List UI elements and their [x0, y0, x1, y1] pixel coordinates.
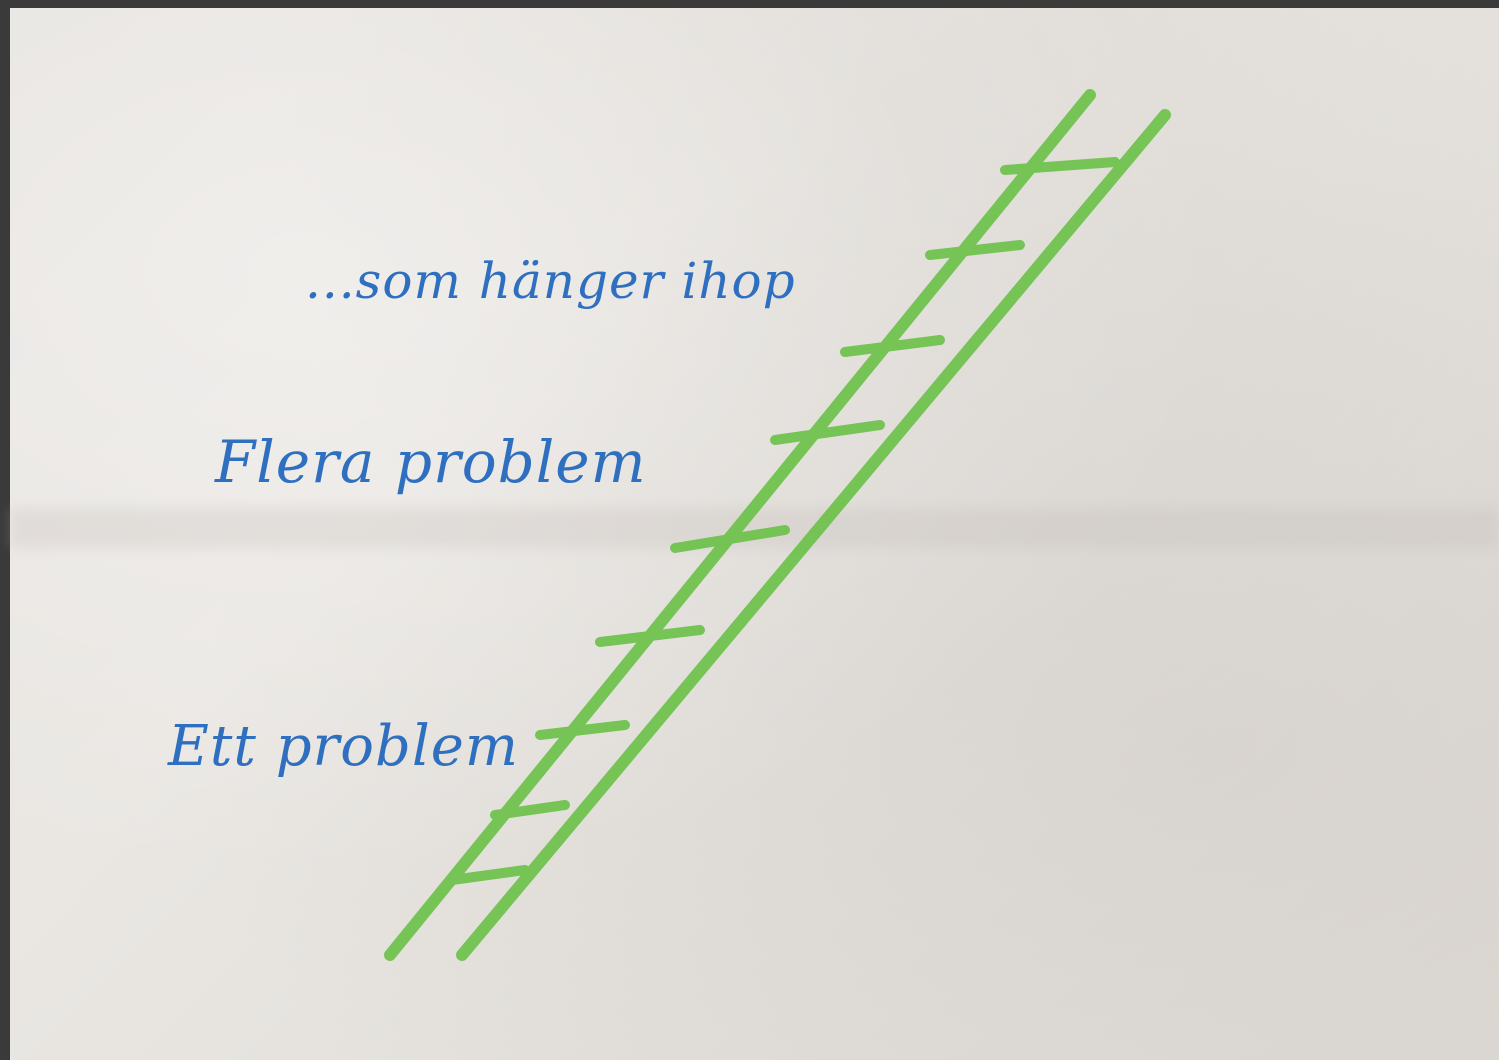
- ladder-rung: [770, 420, 885, 445]
- ladder: [384, 89, 1171, 961]
- label-bottom: Ett problem: [167, 714, 519, 779]
- ladder-rung: [670, 525, 790, 553]
- ladder-rung: [490, 800, 570, 820]
- ladder-rung: [535, 720, 630, 740]
- ladder-right-rail: [456, 109, 1171, 961]
- ladder-rung: [925, 240, 1025, 260]
- ladder-rung: [1000, 157, 1120, 175]
- ladder-rung: [447, 865, 530, 885]
- ladder-left-rail: [384, 89, 1096, 961]
- ladder-rung: [840, 335, 945, 357]
- label-middle: Flera problem: [214, 428, 647, 496]
- label-top: ...som hänger ihop: [305, 252, 796, 310]
- ladder-rung: [595, 625, 705, 647]
